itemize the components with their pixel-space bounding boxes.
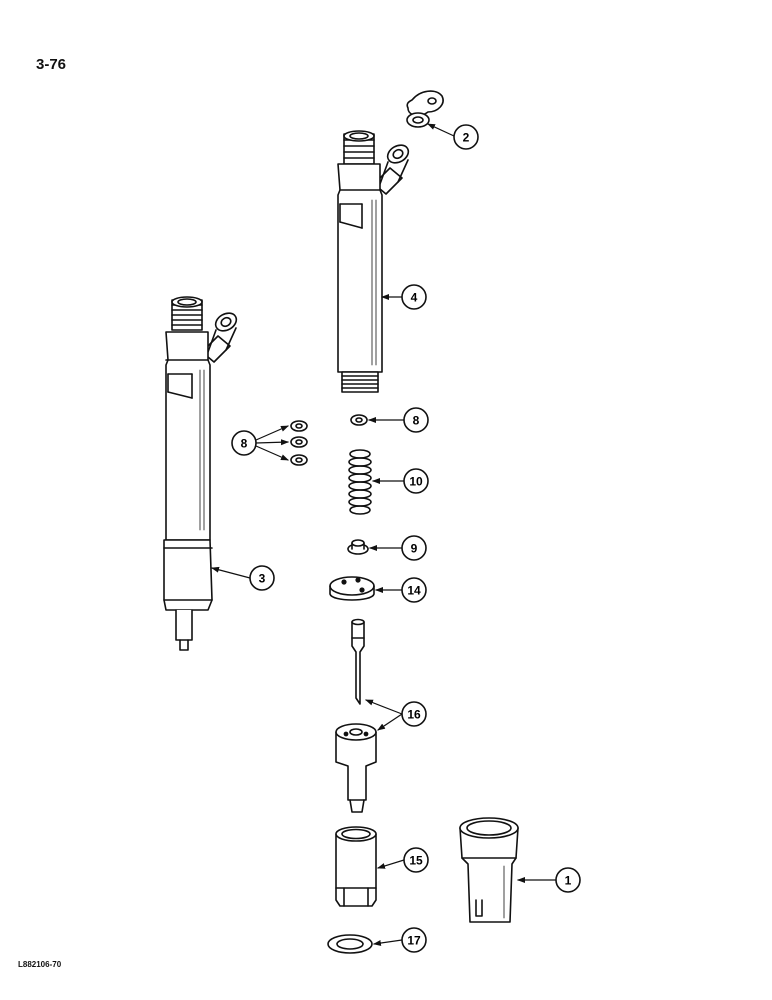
callout-8-center-label: 8 — [413, 414, 420, 428]
spring-seat-part-9 — [347, 539, 369, 555]
shim-part-8 — [350, 414, 368, 426]
intermediate-plate-part-14 — [329, 576, 375, 601]
callout-9: 9 — [401, 535, 427, 561]
shims-part-8-stack — [290, 420, 308, 466]
callout-14: 14 — [401, 577, 427, 603]
callout-17-label: 17 — [407, 934, 421, 948]
callout-8-left: 8 — [231, 430, 257, 456]
needle-valve-part-16 — [351, 618, 365, 705]
injector-assembly-part-3 — [163, 296, 238, 651]
callout-10: 10 — [403, 468, 429, 494]
leader-lines — [211, 123, 557, 946]
callout-2-label: 2 — [463, 131, 470, 145]
nozzle-body-part-16 — [335, 723, 377, 813]
nozzle-nut-part-15 — [335, 826, 377, 907]
page-number: 3-76 — [36, 56, 67, 73]
callout-3-label: 3 — [259, 572, 266, 586]
spring-part-10 — [348, 449, 372, 515]
callout-10-label: 10 — [409, 475, 423, 489]
callout-15-label: 15 — [409, 854, 423, 868]
callout-8-left-label: 8 — [241, 437, 248, 451]
figure-code: L882106-70 — [18, 960, 62, 969]
callout-15: 15 — [403, 847, 429, 873]
callout-8-center: 8 — [403, 407, 429, 433]
nozzle-holder-part-4 — [337, 130, 410, 393]
callout-1-label: 1 — [565, 874, 572, 888]
callout-16-label: 16 — [407, 708, 421, 722]
callout-4-label: 4 — [411, 291, 418, 305]
callout-3: 3 — [249, 565, 275, 591]
callout-1: 1 — [555, 867, 581, 893]
callout-16: 16 — [401, 701, 427, 727]
sealing-washer-part-17 — [327, 934, 373, 954]
callout-4: 4 — [401, 284, 427, 310]
sleeve-part-1 — [459, 817, 519, 923]
tab-washer-part-2 — [406, 90, 444, 128]
callout-14-label: 14 — [407, 584, 421, 598]
callout-9-label: 9 — [411, 542, 418, 556]
callout-2: 2 — [453, 124, 479, 150]
callout-17: 17 — [401, 927, 427, 953]
